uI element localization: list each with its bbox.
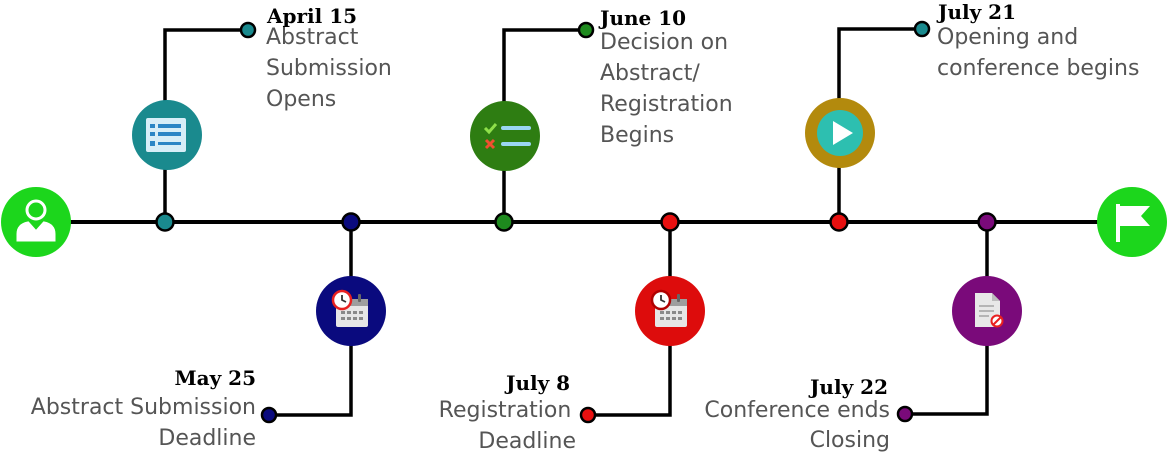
axis-dot-may-25: [341, 212, 361, 232]
milestone-label-line: Closing: [809, 428, 890, 453]
axis-dot-june-10: [494, 212, 514, 232]
user-icon: [16, 199, 56, 242]
milestone-node-april-15: [132, 100, 202, 170]
milestone-label-line: Registration: [600, 92, 733, 117]
end-dot-june-10: [577, 21, 595, 39]
flag-icon: [1116, 204, 1150, 242]
milestone-date: May 25: [174, 366, 256, 390]
milestone-date: July 21: [938, 0, 1017, 24]
end-dot-may-25: [260, 406, 278, 424]
milestone-node-july-8: [635, 276, 705, 346]
milestone-label-line: Abstract/: [600, 61, 700, 86]
axis-dot-july-22: [977, 212, 997, 232]
milestone-date: July 22: [809, 375, 888, 399]
end-dot-july-8: [579, 406, 597, 424]
milestone-date: April 15: [267, 4, 358, 28]
milestone-label-line: Deadline: [478, 429, 576, 454]
axis-dot-july-8: [660, 212, 680, 232]
milestone-node-june-10: [470, 101, 540, 171]
milestone-label-line: Registration: [438, 398, 572, 423]
calendar-clock-icon: [331, 289, 368, 327]
milestone-label-line: Decision on: [600, 30, 729, 55]
end-node: [1097, 187, 1167, 257]
axis-dot-april-15: [155, 212, 175, 232]
milestone-label-line: conference begins: [937, 56, 1140, 81]
milestone-label-line: Begins: [600, 123, 675, 148]
milestone-label-line: Conference ends: [704, 398, 890, 423]
document-cancel-icon: [975, 293, 1004, 328]
milestone-node-july-22: [952, 276, 1022, 346]
end-dot-april-15: [239, 21, 257, 39]
checklist-icon: [483, 123, 531, 150]
start-node: [1, 187, 71, 257]
calendar-clock-icon: [650, 289, 687, 327]
milestone-label-line: Opening and: [937, 25, 1079, 50]
milestone-label-line: Opens: [266, 87, 337, 112]
milestone-date: June 10: [600, 6, 687, 30]
axis-dot-july-21: [829, 212, 849, 232]
end-dot-july-22: [896, 405, 914, 423]
milestone-label-line: Submission: [266, 56, 392, 81]
milestone-label-line: Deadline: [158, 426, 256, 451]
milestone-label-line: Abstract: [266, 25, 359, 50]
milestone-node-july-21: [805, 98, 875, 168]
milestone-label-line: Abstract Submission: [30, 395, 256, 420]
milestone-node-may-25: [316, 276, 386, 346]
milestone-date: July 8: [506, 371, 571, 395]
form-icon: [146, 118, 186, 152]
end-dot-july-21: [913, 20, 931, 38]
play-icon: [817, 110, 863, 156]
